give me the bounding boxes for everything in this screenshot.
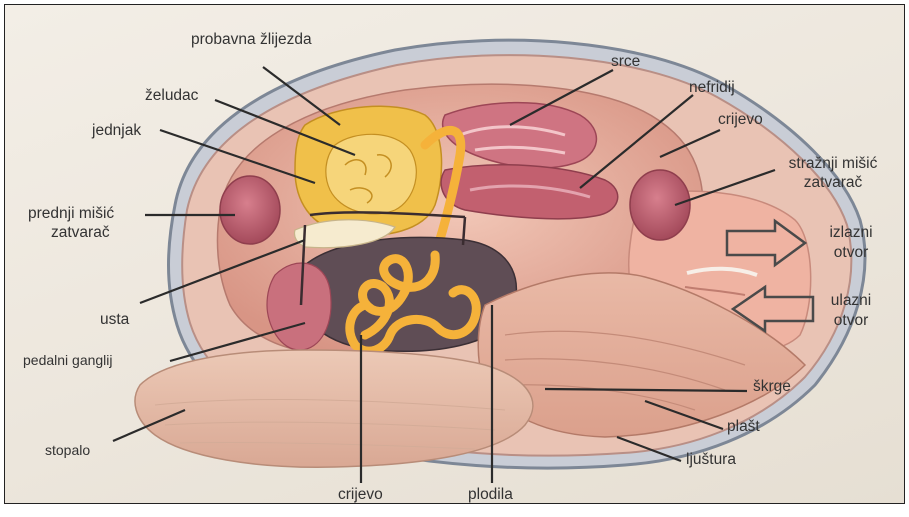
label-zeludac: želudac [145,87,198,105]
label-ulazni: ulazni [813,292,889,310]
label-izlazni-otvor: otvor [813,244,889,262]
label-probavna-zlijezda: probavna žlijezda [191,31,312,49]
label-ljustura: ljuštura [686,451,736,469]
label-usta: usta [100,311,129,329]
label-ulazni-otvor: otvor [813,312,889,330]
label-jednjak: jednjak [92,122,141,140]
label-plast: plašt [727,418,760,436]
label-skrge: škrge [753,378,791,396]
label-prednji-misic: prednji mišić [28,205,114,223]
label-prednji-zatvarac: zatvarač [51,224,110,242]
stomach [326,134,416,214]
label-srce: srce [611,53,640,71]
label-crijevo-bottom: crijevo [338,486,383,504]
label-pedalni-ganglij: pedalni ganglij [23,351,113,369]
diagram-frame: probavna žlijezda želudac jednjak prednj… [4,4,905,504]
label-strazni-misic: stražnji mišić [763,155,903,173]
label-plodila: plodila [468,486,513,504]
label-stopalo: stopalo [45,441,90,459]
posterior-adductor-muscle [630,170,690,240]
foot [135,350,533,467]
illustration-plate: probavna žlijezda želudac jednjak prednj… [5,5,904,503]
label-crijevo-top: crijevo [718,111,763,129]
label-strazni-zatvarac: zatvarač [763,174,903,192]
label-izlazni: izlazni [813,224,889,242]
label-nefridij: nefridij [689,79,735,97]
anterior-adductor-muscle [220,176,280,244]
clam-anatomy-illustration [5,5,904,503]
